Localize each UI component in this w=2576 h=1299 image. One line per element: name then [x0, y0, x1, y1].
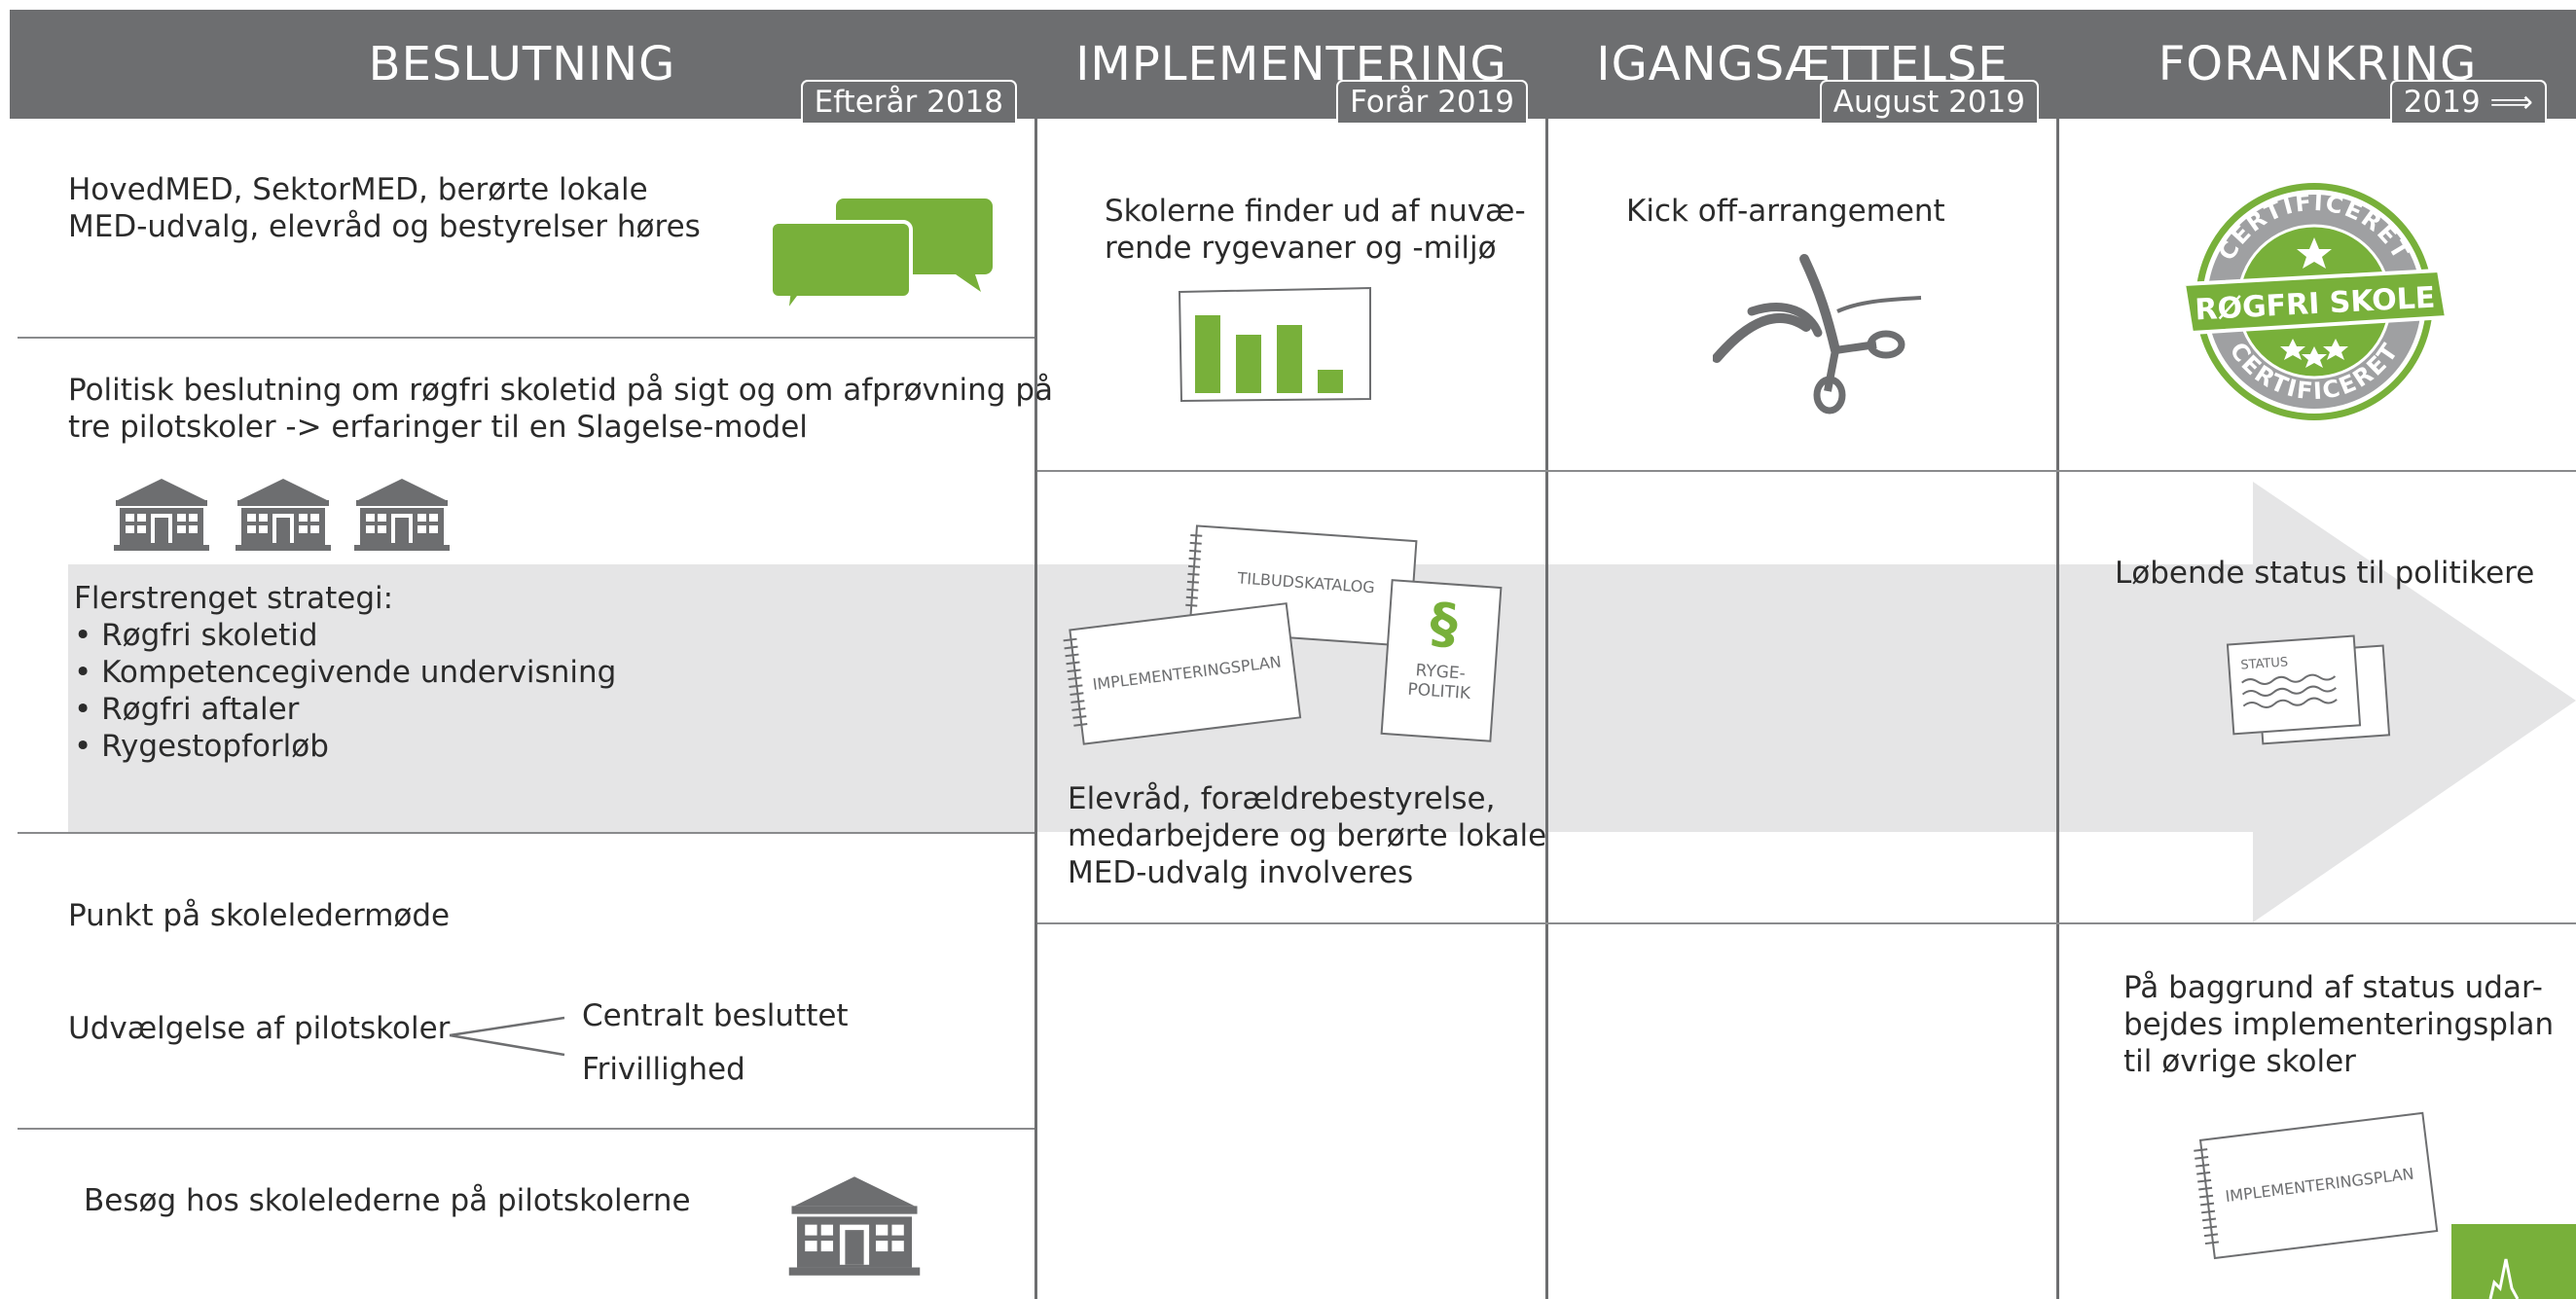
habits-bar [1236, 335, 1261, 393]
row-divider [18, 832, 1034, 834]
plan-document-icon: IMPLEMENTERINGSPLAN [1063, 602, 1302, 745]
date-badge: 2019 ⟹ [2389, 80, 2547, 123]
meeting-text: Punkt på skoleledermøde [68, 898, 451, 933]
column-title: BESLUTNING [368, 37, 676, 91]
strategy-item: • Røgfri aftaler [74, 692, 300, 727]
decision-line-2: tre pilotskoler -> erfaringer til en Sla… [68, 410, 808, 445]
school-building-icon [236, 479, 331, 551]
habits-line-1: Skolerne finder ud af nuvæ- [1105, 194, 1526, 229]
header-implementering: IMPLEMENTERING Forår 2019 [1037, 10, 1545, 123]
plan-line-3: til øvrige skoler [2123, 1044, 2356, 1079]
status-document-icon: STATUS [2226, 634, 2391, 745]
column-divider [1034, 10, 1037, 1299]
status-doc-label: STATUS [2240, 655, 2289, 672]
row-divider [1037, 922, 2576, 924]
policy-doc-label: POLITIK [1407, 680, 1472, 704]
visit-text: Besøg hos skolelederne på pilotskolerne [84, 1183, 691, 1218]
hearing-line-2: MED-udvalg, elevråd og bestyrelser høres [68, 209, 701, 244]
header-beslutning: BESLUTNING Efterår 2018 [10, 10, 1034, 123]
row-divider [1037, 470, 2576, 472]
plan-line-1: På baggrund af status udar- [2123, 970, 2543, 1005]
scissors-icon [1713, 254, 1922, 415]
policy-document-icon: § RYGE- POLITIK [1380, 579, 1503, 742]
involve-line-1: Elevråd, forældrebestyrelse, [1068, 781, 1496, 816]
date-badge: August 2019 [1819, 80, 2039, 123]
strategy-item: • Rygestopforløb [74, 729, 329, 764]
school-building-icon [788, 1176, 921, 1276]
strategy-title: Flerstrenget strategi: [74, 581, 394, 616]
paragraph-icon: § [1428, 592, 1459, 657]
selection-text: Udvælgelse af pilotskoler [68, 1011, 451, 1046]
bar-chart-icon [1178, 286, 1371, 403]
selection-option: Frivillighed [582, 1052, 745, 1087]
habits-bar [1277, 325, 1302, 393]
decision-line-1: Politisk beslutning om røgfri skoletid p… [68, 373, 1053, 408]
strategy-item: • Kompetencegivende undervisning [74, 655, 617, 690]
plan-document-icon: IMPLEMENTERINGSPLAN [2194, 1111, 2439, 1260]
corner-logo-icon [2451, 1224, 2576, 1299]
row-divider [18, 1128, 1034, 1130]
plan-line-2: bejdes implementeringsplan [2123, 1007, 2555, 1042]
hearing-line-1: HovedMED, SektorMED, berørte lokale [68, 172, 648, 207]
status-text: Løbende status til politikere [2115, 556, 2535, 591]
date-badge: Forår 2019 [1336, 80, 1528, 123]
kickoff-text: Kick off-arrangement [1626, 194, 1945, 229]
column-divider [1545, 10, 1548, 1299]
row-divider [18, 337, 1034, 339]
policy-doc-label: RYGE- [1415, 661, 1466, 684]
speech-bubbles-icon [771, 198, 993, 311]
date-badge: Efterår 2018 [800, 80, 1017, 123]
selection-option: Centralt besluttet [582, 998, 849, 1033]
column-divider [2056, 10, 2059, 1299]
header-forankring: FORANKRING 2019 ⟹ [2059, 10, 2576, 123]
school-building-icon [354, 479, 450, 551]
header-igangsaettelse: IGANGSÆTTELSE August 2019 [1548, 10, 2056, 123]
habits-bar [1195, 315, 1220, 393]
branch-lines [449, 1016, 565, 1057]
certified-stamp-icon: CERTIFICERET CERTIFICERET RØGFRI SKOLE [2181, 183, 2449, 420]
strategy-item: • Røgfri skoletid [74, 618, 318, 653]
involve-line-3: MED-udvalg involveres [1068, 855, 1414, 890]
habits-line-2: rende rygevaner og -miljø [1105, 231, 1497, 266]
involve-line-2: medarbejdere og berørte lokale [1068, 818, 1547, 853]
habits-bar [1318, 370, 1343, 393]
school-building-icon [114, 479, 209, 551]
